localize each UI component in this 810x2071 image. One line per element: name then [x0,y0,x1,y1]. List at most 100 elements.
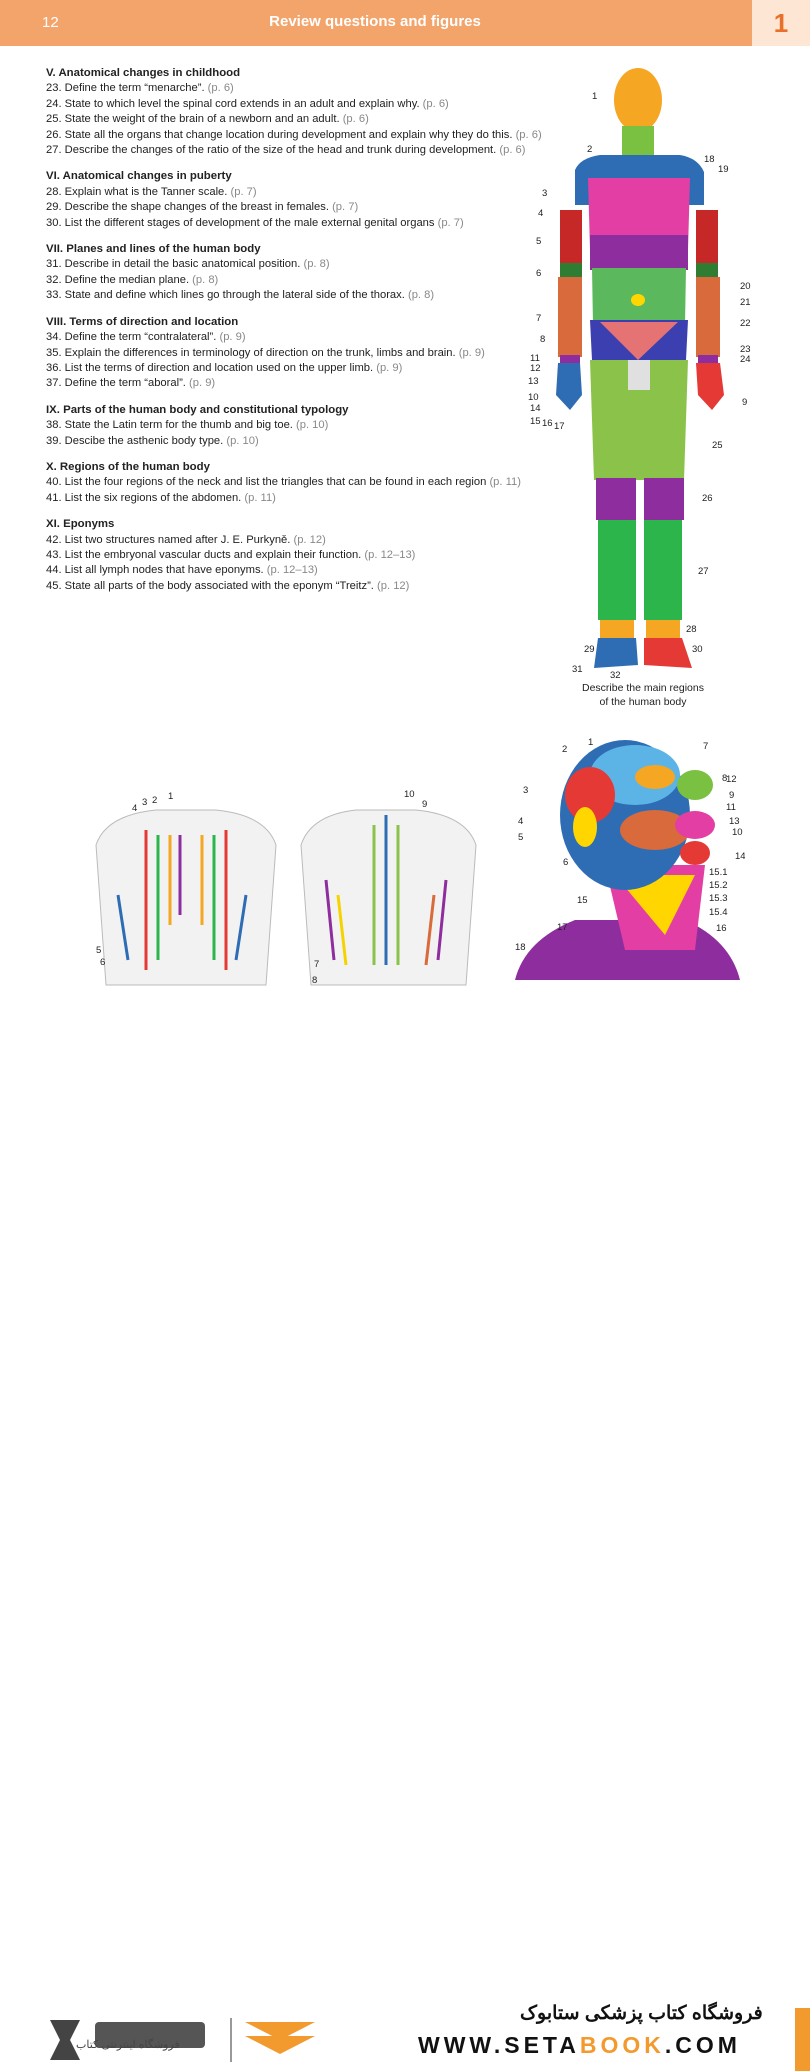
neck-triangle [615,875,695,935]
footer: فروشگاه اینترنتی کتاب فروشگاه کتاب پزشکی… [0,992,810,2071]
section: XI. Eponyms 42. List two structures named… [46,517,546,594]
question-text: 36. List the terms of direction and loca… [46,361,374,374]
forearm-right [696,277,720,357]
logo-subtitle: فروشگاه اینترنتی کتاب [76,2039,180,2051]
question: 25. State the weight of the brain of a n… [46,112,546,127]
figure-label: 18 [515,942,526,953]
figure-label: 12 [726,774,737,785]
question: 26. State all the organs that change loc… [46,128,546,143]
line-blue-left [116,894,130,961]
elbow-left [560,263,582,277]
forearm-left [558,277,582,357]
store-url[interactable]: WWW.SETABOOK.COM [418,2032,741,2059]
question-text: 43. List the embryonal vascular ducts an… [46,548,362,561]
figure-label: 3 [142,797,147,808]
question: 33. State and define which lines go thro… [46,288,546,303]
question-text: 37. Define the term “aboral”. [46,377,186,390]
question-text: 44. List all lymph nodes that have epony… [46,564,264,577]
question: 42. List two structures named after J. E… [46,533,546,548]
section: VIII. Terms of direction and location 34.… [46,315,546,392]
figure-label: 15.4 [709,907,728,918]
question: 41. List the six regions of the abdomen.… [46,491,546,506]
section-heading: VIII. Terms of direction and location [46,315,239,328]
head-neck-figure: 12345678910111213141515.115.215.315.4161… [515,737,745,980]
elbow-right [696,263,718,277]
question: 39. Descibe the asthenic body type. (p. … [46,434,546,449]
page-reference: (p. 6) [422,97,449,110]
page-reference: (p. 9) [376,361,403,374]
question: 37. Define the term “aboral”. (p. 9) [46,376,546,391]
chapter-number: 1 [773,8,789,38]
question: 35. Explain the differences in terminolo… [46,346,546,361]
genital-region [628,360,650,390]
nasal-region [677,770,713,800]
figure-label: 7 [314,959,319,970]
figure-label: 20 [740,281,751,292]
figure-label: 30 [692,644,703,655]
figure-label: 10 [528,392,539,403]
section-heading: VII. Planes and lines of the human body [46,243,261,256]
head-region [614,68,662,132]
question-text: 40. List the four regions of the neck an… [46,476,487,489]
figure-label: 6 [563,857,568,868]
neck-region [622,126,654,156]
figure-label: 15.2 [709,880,728,891]
question: 34. Define the term “contralateral”. (p.… [46,330,546,345]
question: 36. List the terms of direction and loca… [46,361,546,376]
figure-label: 16 [542,418,553,429]
caption-line-1: Describe the main regions [582,682,704,694]
section-heading: XI. Eponyms [46,518,115,531]
figure-label: 6 [100,957,105,968]
url-part-1: WWW.SETA [418,2032,580,2058]
figure-label: 27 [698,566,709,577]
question-text: 38. State the Latin term for the thumb a… [46,419,293,432]
inguinal-region [600,322,678,360]
page-reference: (p. 11) [244,491,276,504]
page-reference: (p. 10) [226,434,259,447]
figure-label: 15.3 [709,893,728,904]
question-text: 27. Describe the changes of the ratio of… [46,144,497,157]
wrist-right [698,355,718,363]
figure-label: 29 [584,644,595,655]
page-reference: (p. 10) [296,419,329,432]
figure-label: 5 [518,832,523,843]
question: 45. State all parts of the body associat… [46,579,546,594]
figure-label: 4 [132,803,137,814]
question: 43. List the embryonal vascular ducts an… [46,548,546,563]
figure-label: 1 [592,91,597,102]
question-text: 35. Explain the differences in terminolo… [46,346,456,359]
figure-label: 8 [312,975,317,986]
section-heading: IX. Parts of the human body and constitu… [46,403,349,416]
figure-label: 10 [732,827,743,838]
page-header: 12 Review questions and figures [0,0,810,46]
page-title: Review questions and figures [269,13,481,30]
figure-label: 7 [536,313,541,324]
section: VII. Planes and lines of the human body 3… [46,242,546,304]
body-figure-caption: Describe the main regions of the human b… [558,681,728,709]
question: 32. Define the median plane. (p. 8) [46,273,546,288]
figure-label: 9 [422,799,427,810]
figure-label: 2 [562,744,567,755]
line-purple-back-r [436,879,448,961]
figure-label: 4 [518,816,523,827]
figure-label: 14 [530,403,541,414]
figure-label: 32 [610,670,621,680]
page-reference: (p. 6) [207,82,234,95]
store-name: فروشگاه کتاب پزشکی ستابوک [520,2003,763,2024]
figure-label: 1 [168,791,173,802]
question-text: 25. State the weight of the brain of a n… [46,113,340,126]
figure-label: 8 [722,773,727,784]
figure-label: 19 [718,164,729,175]
question: 24. State to which level the spinal cord… [46,97,546,112]
footer-accent [795,2008,810,2071]
page-reference: (p. 12–13) [364,548,416,561]
question-text: 34. Define the term “contralateral”. [46,331,217,344]
upper-arm-left [560,210,582,265]
figure-label: 14 [735,851,745,862]
line-purple-back-l [324,879,336,961]
line-orange-back-r [424,894,436,966]
figure-label: 5 [96,945,101,956]
page-reference: (p. 8) [407,289,435,302]
